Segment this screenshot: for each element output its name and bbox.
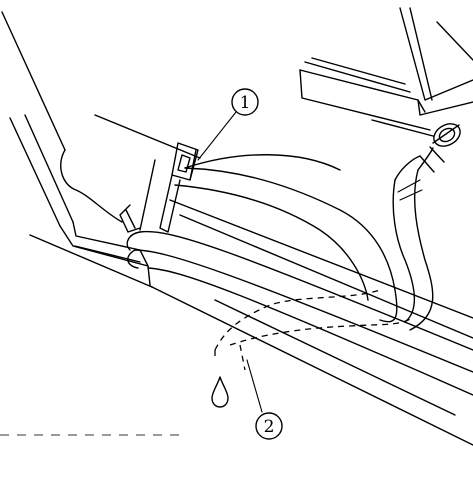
device-housing <box>299 7 473 137</box>
parallel-hoses <box>94 114 473 446</box>
callout-2: 2 <box>246 359 283 440</box>
hose-connector <box>419 123 461 173</box>
leak-path <box>214 289 413 371</box>
hose-clamp <box>119 142 199 233</box>
upper-hose <box>174 147 434 331</box>
callout-2-label: 2 <box>264 417 275 437</box>
water-drop-icon <box>211 376 229 408</box>
callout-1-label: 1 <box>240 93 251 113</box>
left-bracket <box>1 11 153 288</box>
callout-1: 1 <box>197 88 259 161</box>
